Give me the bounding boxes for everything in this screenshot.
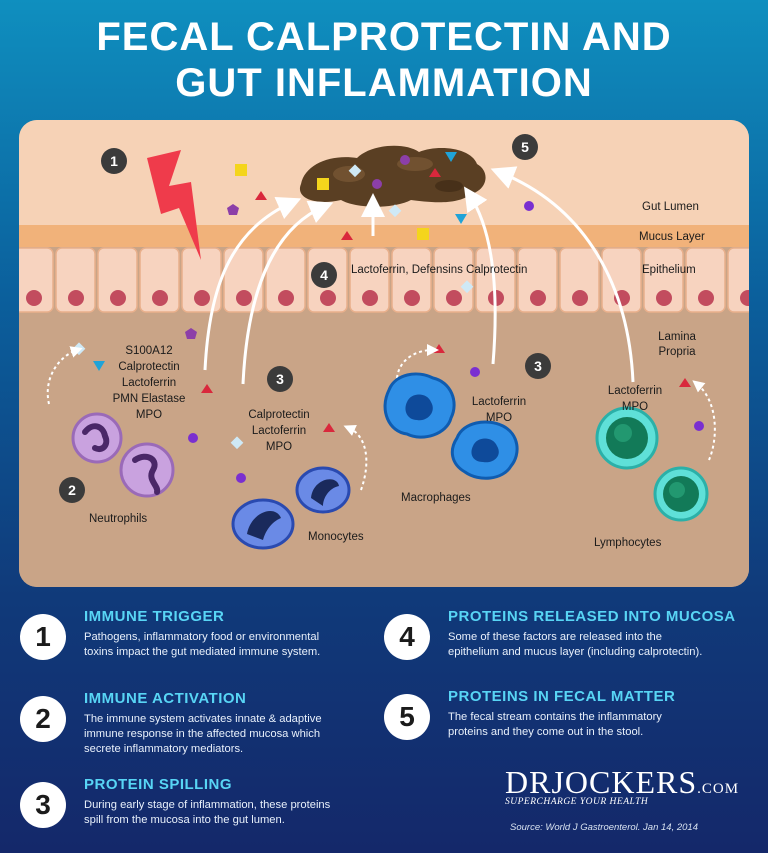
macrophage-cell [383, 372, 456, 439]
step-badge-3-monocytes: 3 [267, 366, 293, 392]
step-1-text: Pathogens, inflammatory food or environm… [84, 631, 321, 658]
step-5-title: PROTEINS IN FECAL MATTER [448, 688, 676, 705]
arrow-macrophages-to-lumen [464, 186, 497, 365]
cell-nucleus [236, 290, 252, 306]
epithelial-cell [265, 247, 306, 313]
step-1-number: 1 [20, 614, 66, 660]
step-badge-1: 1 [101, 148, 127, 174]
cell-nucleus [110, 290, 126, 306]
gut-diagram: Gut Lumen Mucus Layer Epithelium Lamina … [19, 120, 749, 587]
cell-nucleus [656, 290, 672, 306]
step-5-text: The fecal stream contains the inflammato… [448, 711, 662, 738]
arrow-lymphocytes-to-lumen [490, 166, 635, 383]
gut-lumen-label: Gut Lumen [642, 201, 699, 213]
cell-nucleus [26, 290, 42, 306]
logo-tagline: SUPERCHARGE YOUR HEALTH [505, 797, 649, 807]
monocyte-cell [231, 498, 295, 550]
lymphocyte-proteins: Lactoferrin MPO [607, 385, 663, 413]
step-3-number: 3 [20, 782, 66, 828]
monocyte-cell [295, 466, 351, 514]
lymphocyte-cell [653, 466, 709, 522]
mucus-layer [19, 225, 749, 247]
lymphocytes-label: Lymphocytes [594, 537, 662, 549]
step-1-title: IMMUNE TRIGGER [84, 608, 225, 625]
step-4-text: Some of these factors are released into … [448, 631, 703, 658]
secretion-arrows [46, 344, 716, 491]
gut-diagram-art [19, 120, 749, 587]
step-3-text: During early stage of inflammation, thes… [84, 799, 331, 826]
cell-nucleus [740, 290, 749, 306]
source-citation: Source: World J Gastroenterol. Jan 14, 2… [510, 822, 698, 833]
arrow-neutrophils-to-lumen [203, 197, 302, 371]
cell-nucleus [530, 290, 546, 306]
cell-nucleus [698, 290, 714, 306]
macrophage-cell [450, 420, 519, 480]
release-arrows [203, 166, 635, 385]
step-5-number: 5 [384, 694, 430, 740]
macrophage-proteins: Lactoferrin MPO [471, 396, 527, 424]
arrow-monocytes-to-lumen [241, 200, 334, 385]
mucus-layer-label: Mucus Layer [639, 231, 705, 243]
cell-nucleus [194, 290, 210, 306]
cell-nucleus [572, 290, 588, 306]
step-badge-2: 2 [59, 477, 85, 503]
step-badge-5: 5 [512, 134, 538, 160]
epithelial-cell [433, 247, 474, 313]
lightning-bolt-icon [147, 150, 201, 260]
cell-nucleus [320, 290, 336, 306]
stool-mass [299, 145, 486, 207]
cell-nucleus [278, 290, 294, 306]
epithelium-proteins-label: Lactoferrin, Defensins Calprotectin [351, 264, 528, 276]
step-2-text: The immune system activates innate & ada… [84, 713, 322, 755]
monocytes-label: Monocytes [308, 531, 364, 543]
cell-nucleus [446, 290, 462, 306]
cell-nucleus [362, 290, 378, 306]
step-3-title: PROTEIN SPILLING [84, 776, 233, 793]
epithelial-cell [349, 247, 390, 313]
step-4-number: 4 [384, 614, 430, 660]
step-badge-3-macrophages: 3 [525, 353, 551, 379]
epithelial-cell [97, 247, 138, 313]
page-title: FECAL CALPROTECTIN AND GUT INFLAMMATION [0, 14, 768, 106]
logo-brand: DRJOCKERS.COM [505, 764, 740, 800]
neutrophil-cell [119, 442, 175, 498]
drjockers-logo: DRJOCKERS.COM SUPERCHARGE YOUR HEALTH [505, 764, 740, 807]
epithelial-cell [643, 247, 684, 313]
neutrophil-proteins: S100A12 Calprotectin Lactoferrin PMN Ela… [112, 345, 186, 421]
cell-nucleus [68, 290, 84, 306]
title-line-1: FECAL CALPROTECTIN AND [96, 15, 672, 59]
lymphocyte-cell [595, 406, 659, 470]
epithelial-cell [517, 247, 558, 313]
title-line-2: GUT INFLAMMATION [175, 61, 593, 105]
step-badge-4: 4 [311, 262, 337, 288]
step-2-number: 2 [20, 696, 66, 742]
epithelium-cells [19, 247, 749, 313]
macrophages-label: Macrophages [401, 492, 471, 504]
monocyte-proteins: Calprotectin Lactoferrin MPO [248, 409, 310, 453]
step-2-title: IMMUNE ACTIVATION [84, 690, 247, 707]
epithelium-label: Epithelium [642, 264, 696, 276]
epithelial-cell [391, 247, 432, 313]
lamina-propria-label: Lamina Propria [658, 331, 696, 358]
step-4-title: PROTEINS RELEASED INTO MUCOSA [448, 608, 736, 625]
epithelial-cell [55, 247, 96, 313]
cell-nucleus [152, 290, 168, 306]
epithelial-cell [139, 247, 180, 313]
cell-nucleus [404, 290, 420, 306]
neutrophils-label: Neutrophils [89, 513, 148, 525]
neutrophil-cell [71, 412, 123, 464]
epithelial-cell [685, 247, 726, 313]
epithelial-cell [559, 247, 600, 313]
